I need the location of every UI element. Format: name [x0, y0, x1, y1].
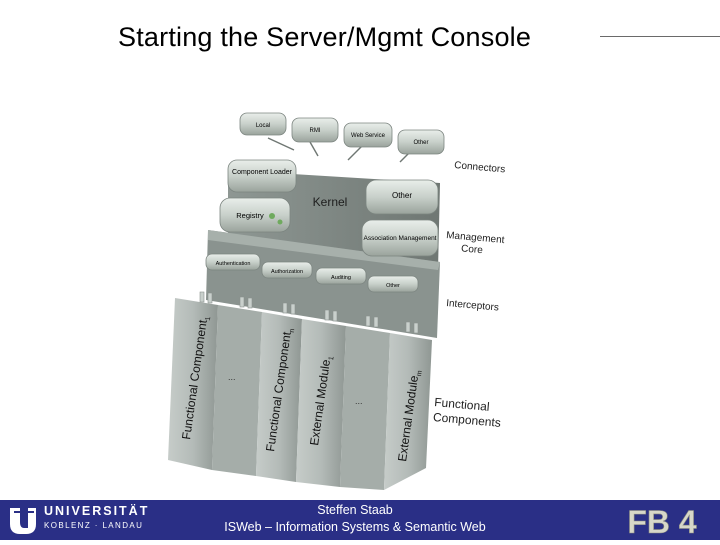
fb4-logo: FB 4 [605, 500, 720, 540]
column-external-module-1 [296, 319, 346, 487]
connector-box-web-service: Web Service [343, 122, 393, 148]
column-gap-2 [340, 326, 390, 490]
registry-node-icon [269, 213, 275, 219]
svg-text:Authentication: Authentication [216, 261, 251, 267]
association-management-box: Association Management [361, 219, 439, 257]
label-functional-components: Functional Components [432, 395, 502, 430]
svg-text:Other: Other [392, 191, 412, 200]
registry-box: Registry [219, 197, 291, 233]
component-columns [168, 298, 432, 490]
registry-node-icon [277, 219, 283, 225]
plug [324, 309, 330, 321]
svg-text:Authorization: Authorization [271, 269, 303, 275]
plug [373, 316, 379, 328]
footer-text: Steffen Staab ISWeb – Information System… [150, 502, 560, 536]
svg-text:Web Service: Web Service [351, 133, 386, 139]
svg-text:Auditing: Auditing [331, 275, 351, 281]
interceptor-box-auditing: Auditing [315, 267, 367, 285]
column-ellipsis: ... [228, 372, 236, 382]
plug [405, 321, 411, 333]
kernel-label: Kernel [313, 195, 348, 209]
column-functional-component-1 [168, 298, 218, 470]
footer-affiliation: ISWeb – Information Systems & Semantic W… [224, 520, 486, 534]
label-connectors: Connectors [454, 160, 506, 175]
connector-arrows [267, 137, 413, 163]
footer-author: Steffen Staab [317, 503, 393, 517]
connector-box-other: Other [397, 129, 445, 155]
fb4-logo-mark: FB 4 [609, 504, 716, 540]
core-other-box: Other [365, 179, 439, 215]
svg-text:Registry: Registry [236, 211, 264, 220]
plug [239, 296, 245, 308]
connector-box-local: Local [239, 112, 287, 136]
svg-text:Association Management: Association Management [364, 235, 437, 242]
architecture-diagram: Local RMI Web Service Other Component Lo… [168, 112, 508, 490]
plug [247, 297, 253, 309]
plug [332, 310, 338, 322]
svg-text:Local: Local [256, 123, 270, 129]
component-loader-box: Component Loader [227, 159, 297, 193]
interceptor-box-other: Other [367, 275, 419, 293]
connector-box-rmi: RMI [291, 117, 339, 143]
column-gap-1 [212, 305, 262, 476]
plug [413, 322, 419, 334]
arrow [267, 137, 295, 151]
svg-text:Component Loader: Component Loader [232, 169, 293, 176]
svg-text:Other: Other [386, 283, 400, 289]
plug [207, 292, 213, 304]
interceptor-box-authorization: Authorization [261, 261, 313, 279]
slide-title: Starting the Server/Mgmt Console [118, 22, 532, 52]
university-campus: KOBLENZ · LANDAU [44, 521, 144, 530]
label-interceptors: Interceptors [446, 298, 500, 314]
column-functional-component-n [256, 312, 302, 482]
interceptor-slab-top [208, 230, 440, 270]
university-name: UNIVERSITÄT [44, 504, 150, 518]
svg-text:Other: Other [413, 140, 428, 146]
column-ellipsis: ... [355, 396, 363, 406]
svg-text:RMI: RMI [310, 128, 321, 134]
plug-connectors [199, 291, 419, 334]
university-emblem-icon [10, 508, 36, 534]
university-logo: UNIVERSITÄT KOBLENZ · LANDAU [0, 500, 150, 540]
arrow [309, 141, 319, 157]
interceptor-box-authentication: Authentication [205, 253, 261, 271]
plug [365, 315, 371, 327]
svg-text:FB 4: FB 4 [627, 504, 697, 540]
label-management-core: Management Core [445, 230, 508, 258]
title-divider [600, 36, 720, 37]
footer-band [150, 500, 605, 540]
plug [282, 302, 288, 314]
plug [199, 291, 205, 303]
column-external-module-m [384, 333, 432, 490]
plug [290, 303, 296, 315]
arrow [347, 145, 363, 161]
